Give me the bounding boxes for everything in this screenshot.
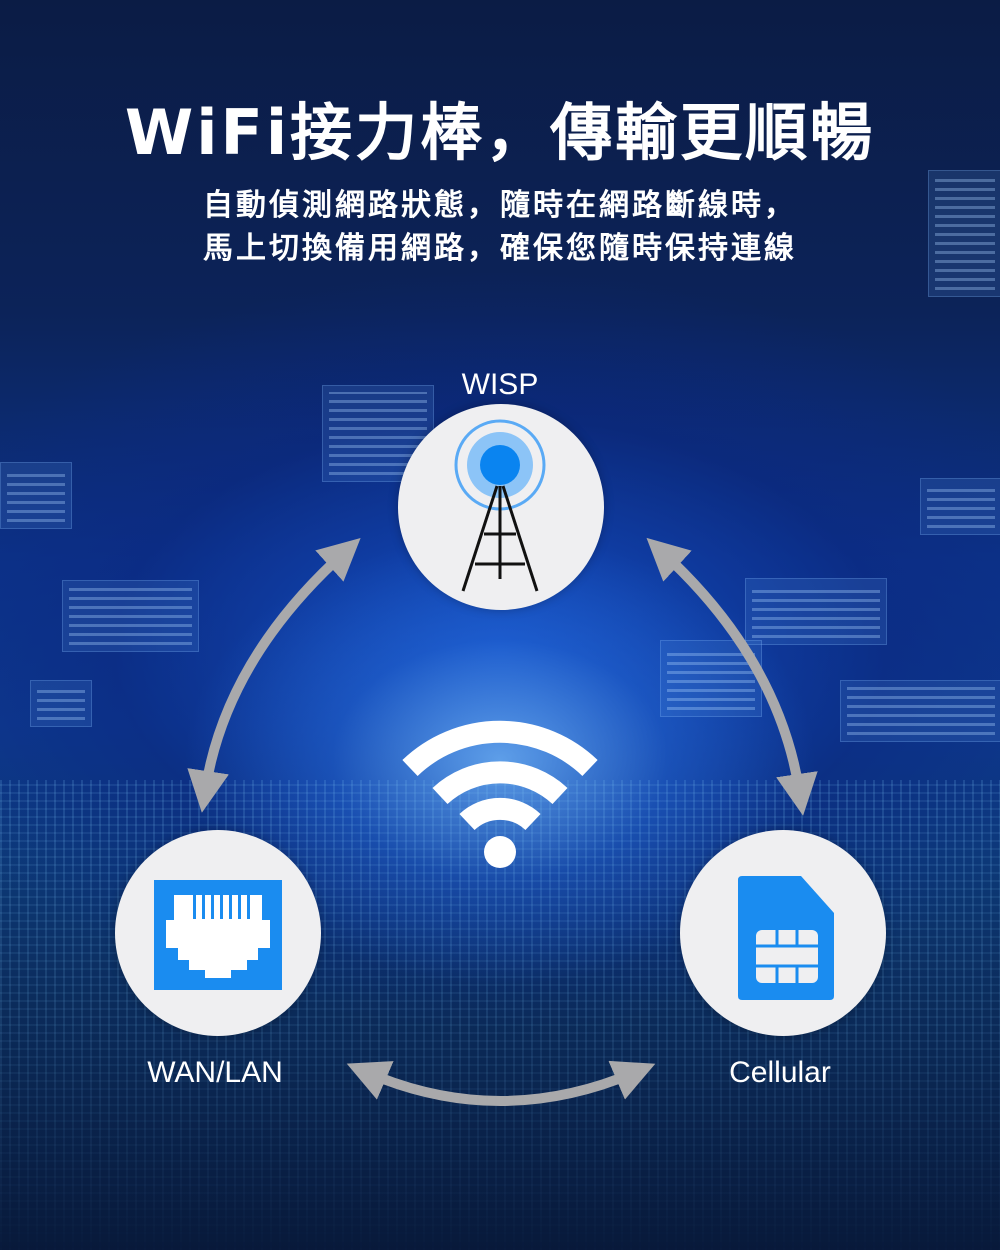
sim-card-icon bbox=[738, 876, 834, 1000]
ethernet-port-icon bbox=[154, 880, 282, 990]
data-panel-decoration bbox=[928, 170, 1000, 297]
data-panel-decoration bbox=[30, 680, 92, 727]
wisp-label: WISP bbox=[461, 368, 539, 401]
wan-lan-label: WAN/LAN bbox=[147, 1056, 283, 1089]
radio-tower-icon bbox=[454, 419, 546, 592]
page-subtitle: 自動偵測網路狀態，隨時在網路斷線時， 馬上切換備用網路，確保您隨時保持連線 bbox=[0, 184, 1000, 270]
data-panel-decoration bbox=[62, 580, 199, 652]
wan-lan-node bbox=[115, 830, 321, 1036]
cellular-label: Cellular bbox=[729, 1056, 831, 1089]
data-panel-decoration bbox=[920, 478, 1000, 535]
wisp-node bbox=[398, 404, 604, 610]
subtitle-line-2: 馬上切換備用網路，確保您隨時保持連線 bbox=[203, 231, 797, 266]
arrow-wisp-wanlan bbox=[187, 537, 361, 813]
arrow-wisp-cellular bbox=[646, 537, 818, 816]
data-panel-decoration bbox=[840, 680, 1000, 742]
page-title: WiFi接力棒，傳輸更順暢 bbox=[124, 96, 876, 169]
data-panel-decoration bbox=[0, 462, 72, 529]
subtitle-line-1: 自動偵測網路狀態，隨時在網路斷線時， bbox=[203, 188, 797, 223]
cellular-node bbox=[680, 830, 886, 1036]
arrow-wanlan-cellular bbox=[346, 1060, 656, 1106]
